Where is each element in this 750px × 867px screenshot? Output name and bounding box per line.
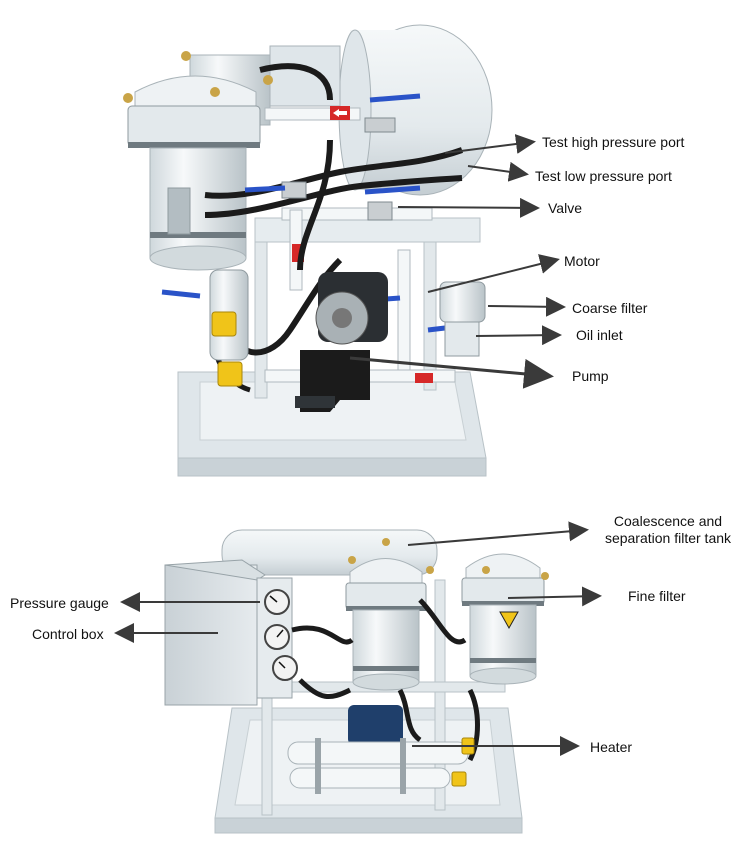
arrow-coarse-filter bbox=[487, 296, 566, 317]
label-pump: Pump bbox=[572, 368, 609, 384]
label-control-box: Control box bbox=[32, 626, 104, 642]
label-oil-inlet: Oil inlet bbox=[576, 327, 623, 343]
callout-arrows bbox=[114, 134, 602, 756]
arrow-pump bbox=[349, 356, 554, 389]
arrow-valve bbox=[397, 197, 540, 218]
arrow-oil-inlet bbox=[475, 325, 562, 346]
label-motor: Motor bbox=[564, 253, 600, 269]
label-valve: Valve bbox=[548, 200, 582, 216]
arrow-fine-filter bbox=[507, 586, 602, 607]
arrow-motor bbox=[427, 254, 560, 293]
top-machine bbox=[123, 24, 493, 477]
label-fine-filter: Fine filter bbox=[628, 588, 686, 604]
arrow-test-high-pressure-port bbox=[444, 134, 536, 154]
label-test-low-pressure-port: Test low pressure port bbox=[535, 168, 672, 184]
label-test-high-pressure-port: Test high pressure port bbox=[542, 134, 685, 150]
label-coalescence-line-2: separation filter tank bbox=[604, 530, 732, 546]
label-coalescence-separation-filter-tank: Coalescence and separation filter tank bbox=[588, 513, 748, 547]
bottom-machine bbox=[164, 529, 549, 834]
label-pressure-gauge: Pressure gauge bbox=[10, 595, 109, 611]
label-coalescence-line-1: Coalescence and bbox=[613, 513, 723, 529]
label-coarse-filter: Coarse filter bbox=[572, 300, 648, 316]
label-heater: Heater bbox=[590, 739, 633, 755]
arrow-test-low-pressure-port bbox=[467, 161, 529, 182]
arrow-coalescence-tank bbox=[407, 521, 589, 546]
